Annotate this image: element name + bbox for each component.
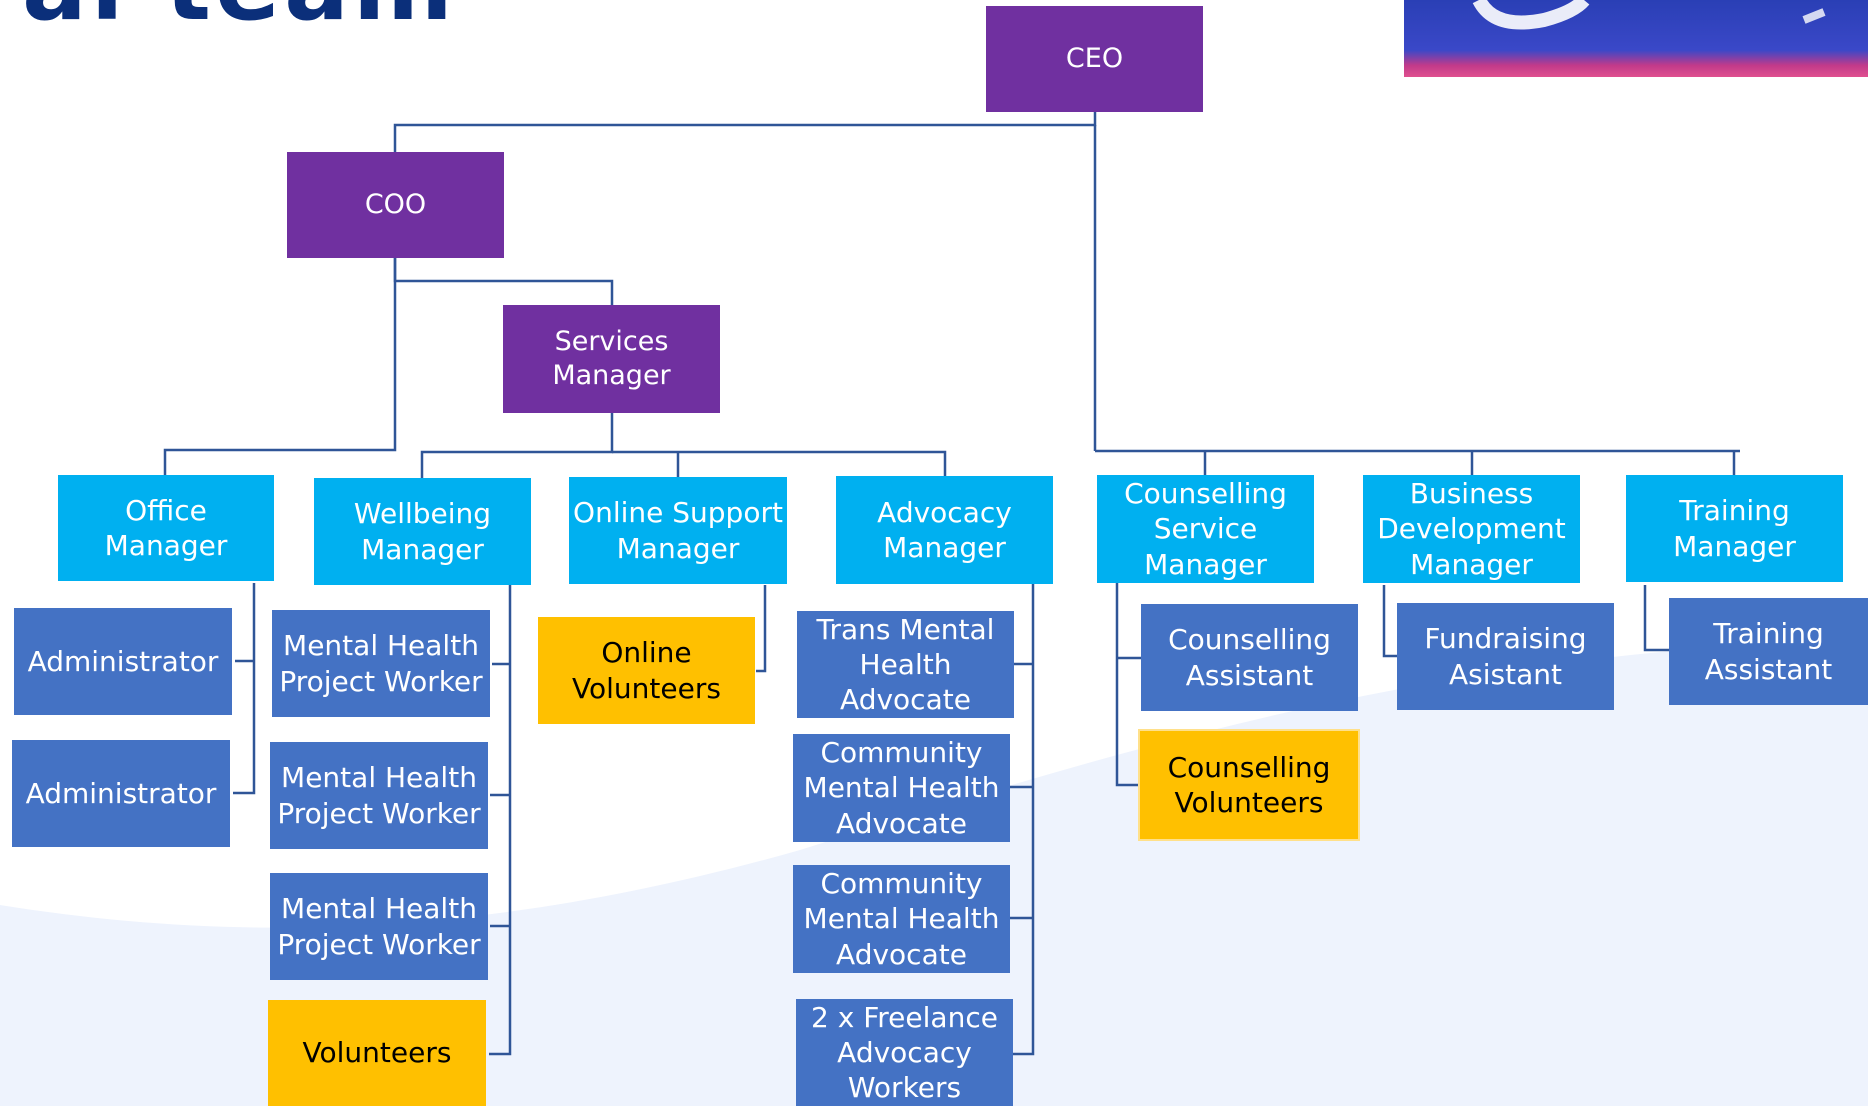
node-online-volunteers: Online Volunteers [538,617,755,724]
node-coo: COO [287,152,504,258]
node-counselling-assistant: Counselling Assistant [1141,604,1358,711]
node-community-mental-health-advocate: Community Mental Health Advocate [793,734,1010,842]
node-trans-mental-health-advocate: Trans Mental Health Advocate [797,611,1014,718]
node-administrator: Administrator [12,740,230,847]
node-office-manager: Office Manager [58,475,274,581]
node-community-mental-health-advocate: Community Mental Health Advocate [793,865,1010,973]
page-title: al team [22,0,457,34]
node-wellbeing-manager: Wellbeing Manager [314,478,531,585]
node-freelance-advocacy-workers: 2 x Freelance Advocacy Workers [796,999,1013,1106]
node-fundraising-asistant: Fundraising Asistant [1397,603,1614,710]
node-mental-health-project-worker: Mental Health Project Worker [270,742,488,849]
node-administrator: Administrator [14,608,232,715]
node-counselling-service-manager: Counselling Service Manager [1097,475,1314,583]
node-mental-health-project-worker: Mental Health Project Worker [272,610,490,717]
node-advocacy-manager: Advocacy Manager [836,476,1053,584]
header-photo [1404,0,1868,77]
node-training-assistant: Training Assistant [1669,598,1868,705]
node-online-support-manager: Online Support Manager [569,477,787,584]
node-volunteers: Volunteers [268,1000,486,1106]
node-training-manager: Training Manager [1626,475,1843,582]
node-mental-health-project-worker: Mental Health Project Worker [270,873,488,980]
node-services-manager: Services Manager [503,305,720,413]
node-ceo: CEO [986,6,1203,112]
node-counselling-volunteers: Counselling Volunteers [1138,729,1360,841]
node-business-development-manager: Business Development Manager [1363,475,1580,583]
